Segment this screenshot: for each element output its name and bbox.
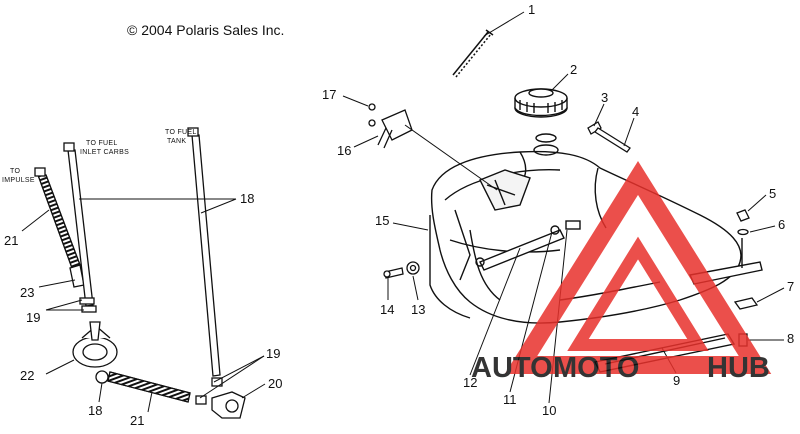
callout-6: 6 [778,217,785,232]
callout-11: 11 [503,392,517,407]
callout-10: 10 [542,403,556,418]
vent-hose [452,29,494,78]
sending-unit [368,103,413,149]
grommet-bolt [383,261,420,279]
callout-15: 15 [375,213,389,228]
callout-17: 17 [322,87,336,102]
nut-washer [736,209,750,236]
watermark-hub: HUB [707,352,770,384]
copyright-text: © 2004 Polaris Sales Inc. [127,22,284,38]
callout-7: 7 [787,279,794,294]
watermark-logo: AUTO MOTO HUB [471,161,772,384]
pin-parts [587,121,631,153]
to-impulse-label-2: IMPULSE [2,177,35,184]
callout-16: 16 [337,143,351,158]
callout-21-upper: 21 [4,233,18,248]
watermark-moto: MOTO [553,352,639,384]
callout-12: 12 [463,375,477,390]
left-hose-assembly [34,127,246,419]
callout-9: 9 [673,373,680,388]
callout-19-right: 19 [266,346,280,361]
to-fuel-inlet-label-2: INLET CARBS [80,149,129,156]
callout-18-lower: 18 [88,403,102,418]
to-fuel-tank-label-1: TO FUEL [165,129,197,136]
callout-23: 23 [20,285,34,300]
fuel-cap [514,88,568,143]
to-fuel-inlet-label-1: TO FUEL [86,140,118,147]
callout-8: 8 [787,331,794,346]
callout-1: 1 [528,2,535,17]
callout-22: 22 [20,368,34,383]
callout-19-left: 19 [26,310,40,325]
callout-18-upper: 18 [240,191,254,206]
to-impulse-label-1: TO [10,168,20,175]
callout-13: 13 [411,302,425,317]
callout-3: 3 [601,90,608,105]
leader-lines [21,11,785,413]
callout-21-lower: 21 [130,413,144,428]
hose-destination-labels: TO FUEL INLET CARBS TO FUEL TANK TO IMPU… [2,129,197,184]
callout-numbers: 1 2 3 4 5 6 7 8 9 10 11 12 13 14 15 16 1… [4,2,794,428]
callout-20: 20 [268,376,282,391]
to-fuel-tank-label-2: TANK [167,138,186,145]
callout-14: 14 [380,302,394,317]
watermark-auto: AUTO [471,352,553,384]
callout-2: 2 [570,62,577,77]
callout-5: 5 [769,186,776,201]
callout-4: 4 [632,104,639,119]
